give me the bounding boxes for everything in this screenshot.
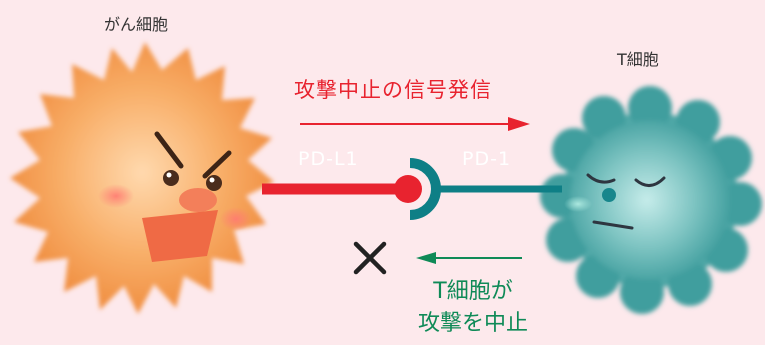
pd-l1-label: PD-L1 bbox=[298, 148, 359, 170]
cancer-right-eye-shine bbox=[209, 177, 215, 183]
signal-label: 攻撃中止の信号発信 bbox=[294, 78, 492, 102]
result-label: T細胞が 攻撃を中止 bbox=[388, 276, 558, 340]
cancer-cell-label: がん細胞 bbox=[104, 15, 169, 34]
pd-1-label: PD-1 bbox=[462, 148, 512, 170]
signal-arrow-head bbox=[508, 117, 530, 131]
t-cell-left-eye bbox=[586, 173, 616, 184]
stop-arrow-head bbox=[416, 252, 436, 264]
pd-l1-ball bbox=[394, 175, 422, 203]
cross-mark-icon bbox=[353, 241, 387, 275]
t-cell bbox=[540, 86, 762, 314]
t-cell-nose bbox=[602, 188, 616, 202]
result-line-1: T細胞が bbox=[433, 279, 513, 304]
cancer-right-eyebrow bbox=[202, 150, 232, 179]
cancer-right-eye bbox=[206, 175, 222, 191]
result-line-2: 攻撃を中止 bbox=[417, 311, 528, 336]
cancer-nose bbox=[179, 188, 217, 212]
t-cell-cheek bbox=[564, 196, 592, 212]
t-cell-label: T細胞 bbox=[617, 50, 659, 69]
cancer-left-eye bbox=[163, 170, 179, 186]
t-cell-mouth bbox=[592, 220, 634, 230]
cancer-cell bbox=[10, 42, 274, 314]
cancer-left-eye-shine bbox=[166, 172, 172, 178]
t-cell-right-eye bbox=[634, 176, 666, 187]
cancer-left-eyebrow bbox=[154, 131, 184, 169]
cancer-right-cheek bbox=[220, 207, 252, 231]
cancer-mouth bbox=[142, 210, 218, 262]
cancer-left-cheek bbox=[98, 184, 134, 208]
